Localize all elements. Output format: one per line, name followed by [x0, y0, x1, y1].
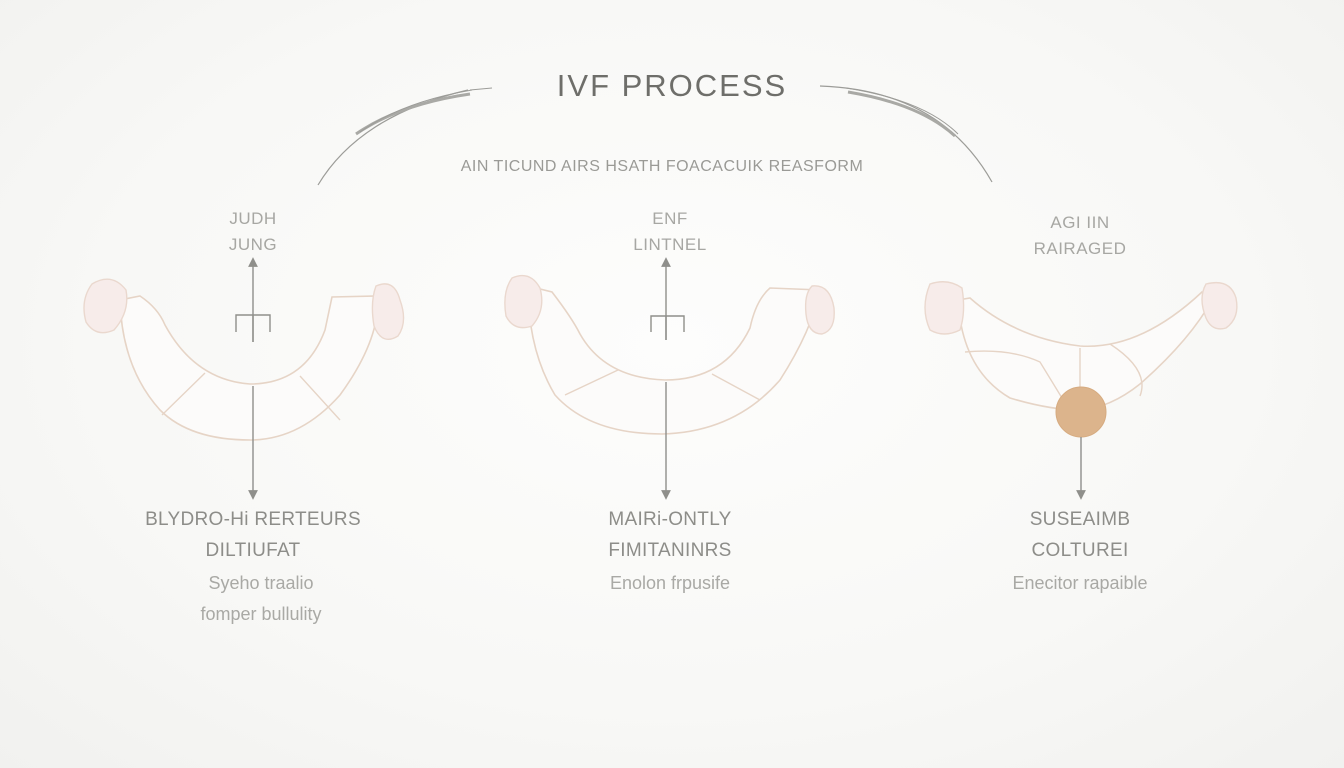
stage-1-fork-icon — [235, 314, 271, 342]
title-arc-left — [317, 87, 493, 186]
stage-1-top-label: JUDH JUNG — [153, 206, 353, 258]
stage-2-description: Enolon frpusife — [520, 568, 820, 599]
stage-3-body — [957, 290, 1214, 411]
stage-3-caption-line: COLTUREI — [1031, 540, 1129, 561]
stage-3-description: Enecitor rapaible — [930, 568, 1230, 599]
stage-3-top-label-line: RAIRAGED — [1033, 239, 1127, 258]
stage-3-description-line: Enecitor rapaible — [1012, 573, 1148, 593]
stage-2-top-label-line: ENF — [652, 209, 688, 228]
diagram-title: IVF PROCESS — [556, 68, 788, 103]
stage-1-description-line: Syeho traalio — [208, 573, 314, 593]
stage-2-left-knob — [504, 274, 543, 329]
stage-2-right-knob — [804, 285, 835, 335]
stage-1-description-line: fomper bullulity — [200, 604, 322, 624]
stage-1-illustration — [83, 257, 405, 500]
stage-1-body — [119, 295, 379, 441]
stage-3-caption-line: SUSEAIMB — [1029, 509, 1131, 530]
stage-1-top-label-line: JUDH — [229, 209, 277, 228]
stage-1-caption-line: DILTIUFAT — [205, 540, 301, 561]
stage-3-illustration — [924, 281, 1238, 500]
stage-3-top-label: AGI IIN RAIRAGED — [980, 210, 1180, 262]
stage-1-right-knob — [371, 283, 405, 340]
stage-1-top-label-line: JUNG — [228, 235, 278, 254]
stage-2-caption: MAIRi-ONTLY FIMITANINRS — [520, 504, 820, 566]
stage-3-top-label-line: AGI IIN — [1050, 213, 1110, 232]
diagram-subtitle: AIN TICUND AIRS HSATH FOACACUIK REASFORM — [460, 158, 864, 175]
stage-2-caption-line: MAIRi-ONTLY — [608, 509, 732, 530]
stage-3-embryo-dot — [1055, 386, 1107, 438]
stage-2-fork-icon — [650, 315, 685, 340]
stage-3-caption: SUSEAIMB COLTUREI — [930, 504, 1230, 566]
stage-3-left-knob — [924, 281, 965, 335]
stage-2-illustration — [504, 257, 835, 500]
stage-2-caption-line: FIMITANINRS — [608, 540, 732, 561]
stage-1-left-knob — [83, 278, 128, 334]
title-arc-right — [819, 85, 993, 183]
stage-1-caption: BLYDRO-Hi RERTEURS DILTIUFAT — [103, 504, 403, 566]
stage-2-body — [527, 284, 821, 435]
stage-2-top-label-line: LINTNEL — [633, 235, 707, 254]
stage-1-description: Syeho traalio fomper bullulity — [111, 568, 411, 630]
stage-3-right-knob — [1201, 281, 1238, 330]
stage-1-caption-line: BLYDRO-Hi RERTEURS — [145, 509, 361, 530]
stage-2-description-line: Enolon frpusife — [609, 573, 731, 593]
stage-2-top-label: ENF LINTNEL — [570, 206, 770, 258]
